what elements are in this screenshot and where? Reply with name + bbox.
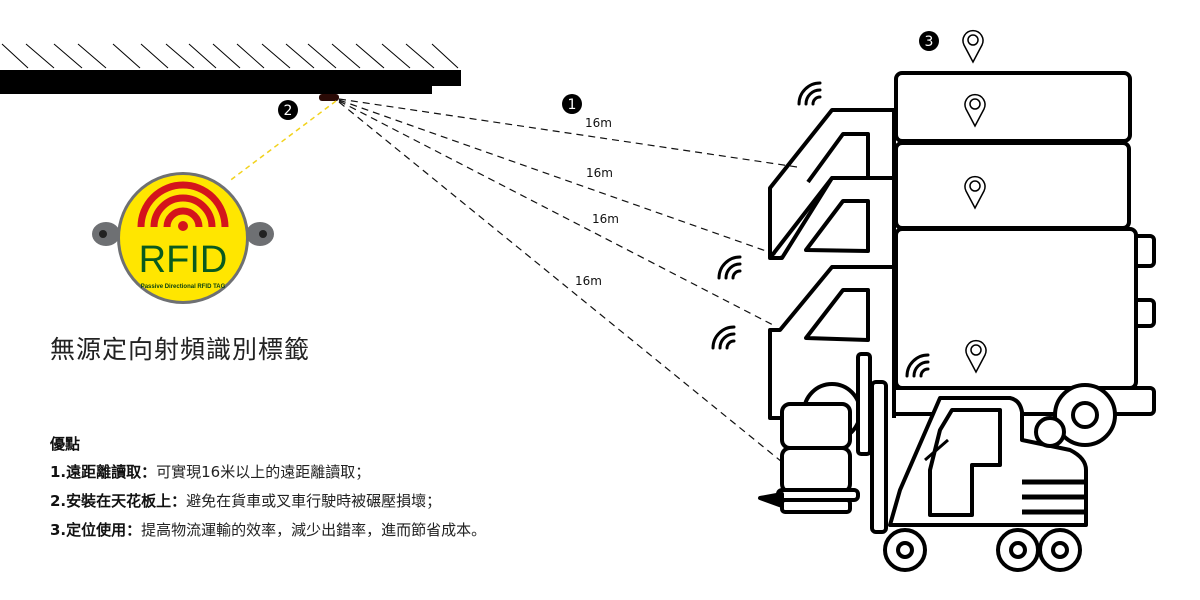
advantage-text: 提高物流運輸的效率，減少出錯率，進而節省成本。 — [141, 521, 487, 539]
truck — [768, 71, 1156, 447]
advantage-text: 避免在貨車或叉車行駛時被碾壓損壞； — [186, 492, 442, 510]
badge-1: 1 — [562, 94, 582, 114]
forklift — [758, 352, 1088, 572]
truck-cab-3 — [768, 265, 894, 420]
truck-cab-2 — [768, 176, 894, 260]
location-pin-icon — [964, 93, 986, 128]
location-pin-icon — [964, 175, 986, 210]
cargo-box-2 — [894, 141, 1131, 230]
ceiling-hatch — [1, 43, 459, 69]
badge-2: 2 — [278, 100, 298, 120]
wifi-signal-icon — [905, 353, 930, 378]
reader-tag-link — [227, 100, 337, 183]
wifi-signal-icon — [717, 255, 742, 280]
tag-subtitle: Passive Directional RFID TAG — [141, 284, 226, 290]
advantage-label: 1.遠距離讀取： — [50, 463, 157, 481]
ceiling-slab — [0, 70, 461, 94]
svg-text:1: 1 — [568, 97, 577, 113]
beam-3 — [338, 100, 776, 327]
advantage-label: 3.定位使用： — [50, 521, 142, 539]
svg-text:2: 2 — [284, 103, 293, 119]
tag-face — [120, 175, 246, 301]
wifi-signal-icon — [711, 325, 736, 350]
distance-label-3: 16m — [592, 212, 619, 226]
advantage-item: 3.定位使用：提高物流運輸的效率，減少出錯率，進而節省成本。 — [50, 519, 486, 540]
advantages-heading: 優點 — [50, 435, 81, 453]
distance-label-1: 16m — [585, 116, 612, 130]
beam-4 — [338, 101, 783, 463]
distance-label-4: 16m — [575, 274, 602, 288]
wifi-signals — [711, 81, 930, 378]
distance-label-2: 16m — [586, 166, 613, 180]
svg-text:3: 3 — [925, 34, 934, 50]
forklift-mast — [870, 380, 888, 534]
signal-waves-icon — [137, 181, 229, 228]
advantage-label: 2.安裝在天花板上： — [50, 492, 187, 510]
location-pin-icon — [962, 29, 984, 64]
location-pin-icon — [965, 339, 987, 374]
product-title: 無源定向射頻識別標籤 — [50, 335, 311, 364]
wifi-signal-icon — [797, 81, 822, 106]
advantage-item: 1.遠距離讀取：可實現16米以上的遠距離讀取； — [50, 461, 370, 482]
beam-1 — [338, 98, 798, 168]
advantage-item: 2.安裝在天花板上：避免在貨車或叉車行駛時被碾壓損壞； — [50, 490, 441, 511]
badge-3: 3 — [919, 31, 939, 51]
rfid-tag: RFID Passive Directional RFID TAG — [92, 172, 274, 304]
pallet-box-bottom — [780, 446, 852, 494]
tag-logo: RFID — [139, 239, 228, 281]
pallet-box-top — [780, 402, 852, 450]
beam-2 — [338, 99, 784, 258]
read-beams — [338, 98, 798, 463]
cargo-box-1 — [894, 71, 1132, 143]
cargo-box-3 — [894, 227, 1138, 390]
advantage-text: 可實現16米以上的遠距離讀取； — [156, 463, 371, 481]
rfid-reader — [319, 94, 339, 101]
